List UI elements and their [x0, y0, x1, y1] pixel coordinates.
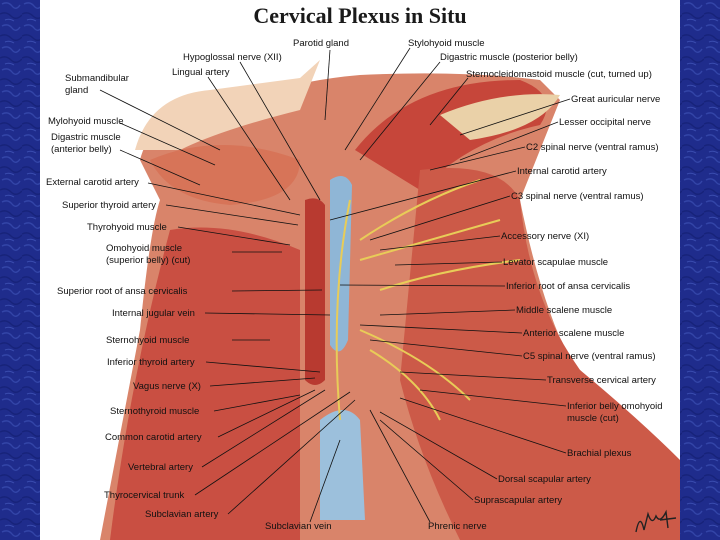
label-submandibular-gland-1: Submandibular [65, 73, 129, 84]
label-levator-scapulae: Levator scapulae muscle [503, 257, 609, 268]
label-parotid-gland: Parotid gland [293, 38, 349, 49]
label-omohyoid-superior-1: Omohyoid muscle [106, 243, 183, 254]
label-brachial-plexus: Brachial plexus [567, 448, 632, 459]
label-stylohyoid-muscle: Stylohyoid muscle [408, 38, 485, 49]
label-c2-spinal-nerve: C2 spinal nerve (ventral ramus) [526, 142, 659, 153]
label-digastric-anterior-1: Digastric muscle [51, 132, 121, 143]
submandibular-gland-shape [150, 145, 300, 205]
label-inferior-root-ansa: Inferior root of ansa cervicalis [506, 281, 631, 292]
label-inferior-belly-omohyoid-2: muscle (cut) [567, 413, 619, 424]
label-c5-spinal-nerve: C5 spinal nerve (ventral ramus) [523, 351, 656, 362]
netter-signature-icon [635, 509, 677, 533]
label-lingual-artery: Lingual artery [172, 67, 230, 78]
label-great-auricular-nerve: Great auricular nerve [571, 94, 661, 105]
label-inferior-belly-omohyoid-1: Inferior belly omohyoid [567, 401, 663, 412]
jaw-skin [135, 60, 320, 150]
posterior-muscles [400, 168, 680, 540]
label-sternothyroid-muscle: Sternothyroid muscle [110, 406, 200, 417]
label-omohyoid-superior-2: (superior belly) (cut) [106, 255, 191, 266]
label-digastric-anterior-2: (anterior belly) [51, 144, 112, 155]
subclavian-vein-shape [320, 410, 365, 520]
label-anterior-scalene: Anterior scalene muscle [523, 328, 625, 339]
strap-muscles [110, 227, 300, 540]
label-external-carotid-artery: External carotid artery [46, 177, 139, 188]
label-subclavian-artery: Subclavian artery [145, 509, 219, 520]
label-vagus-nerve: Vagus nerve (X) [133, 381, 201, 392]
label-subclavian-vein: Subclavian vein [265, 521, 332, 532]
label-thyrocervical-trunk: Thyrocervical trunk [104, 490, 185, 501]
label-sternohyoid-muscle: Sternohyoid muscle [106, 335, 190, 346]
label-vertebral-artery: Vertebral artery [128, 462, 193, 473]
diagram-title: Cervical Plexus in Situ [253, 3, 467, 28]
carotid-artery-shape [305, 198, 325, 385]
label-mylohyoid-muscle: Mylohyoid muscle [48, 116, 124, 127]
label-superior-thyroid-artery: Superior thyroid artery [62, 200, 156, 211]
label-dorsal-scapular-artery: Dorsal scapular artery [498, 474, 591, 485]
label-common-carotid-artery: Common carotid artery [105, 432, 202, 443]
label-phrenic-nerve: Phrenic nerve [428, 521, 487, 532]
label-lesser-occipital-nerve: Lesser occipital nerve [559, 117, 651, 128]
label-transverse-cervical-artery: Transverse cervical artery [547, 375, 656, 386]
label-thyrohyoid-muscle: Thyrohyoid muscle [87, 222, 167, 233]
label-sternocleidomastoid: Sternocleidomastoid muscle (cut, turned … [466, 69, 652, 80]
label-internal-carotid-artery: Internal carotid artery [517, 166, 607, 177]
label-suprascapular-artery: Suprascapular artery [474, 495, 563, 506]
label-middle-scalene: Middle scalene muscle [516, 305, 613, 316]
label-submandibular-gland-2: gland [65, 85, 89, 96]
label-superior-root-ansa: Superior root of ansa cervicalis [57, 286, 188, 297]
label-hypoglossal-nerve: Hypoglossal nerve (XII) [183, 52, 282, 63]
label-inferior-thyroid-artery: Inferior thyroid artery [107, 357, 195, 368]
fat-pad [440, 94, 560, 140]
label-accessory-nerve: Accessory nerve (XI) [501, 231, 590, 242]
label-digastric-posterior: Digastric muscle (posterior belly) [440, 52, 578, 63]
label-internal-jugular-vein: Internal jugular vein [112, 308, 195, 319]
label-c3-spinal-nerve: C3 spinal nerve (ventral ramus) [511, 191, 644, 202]
